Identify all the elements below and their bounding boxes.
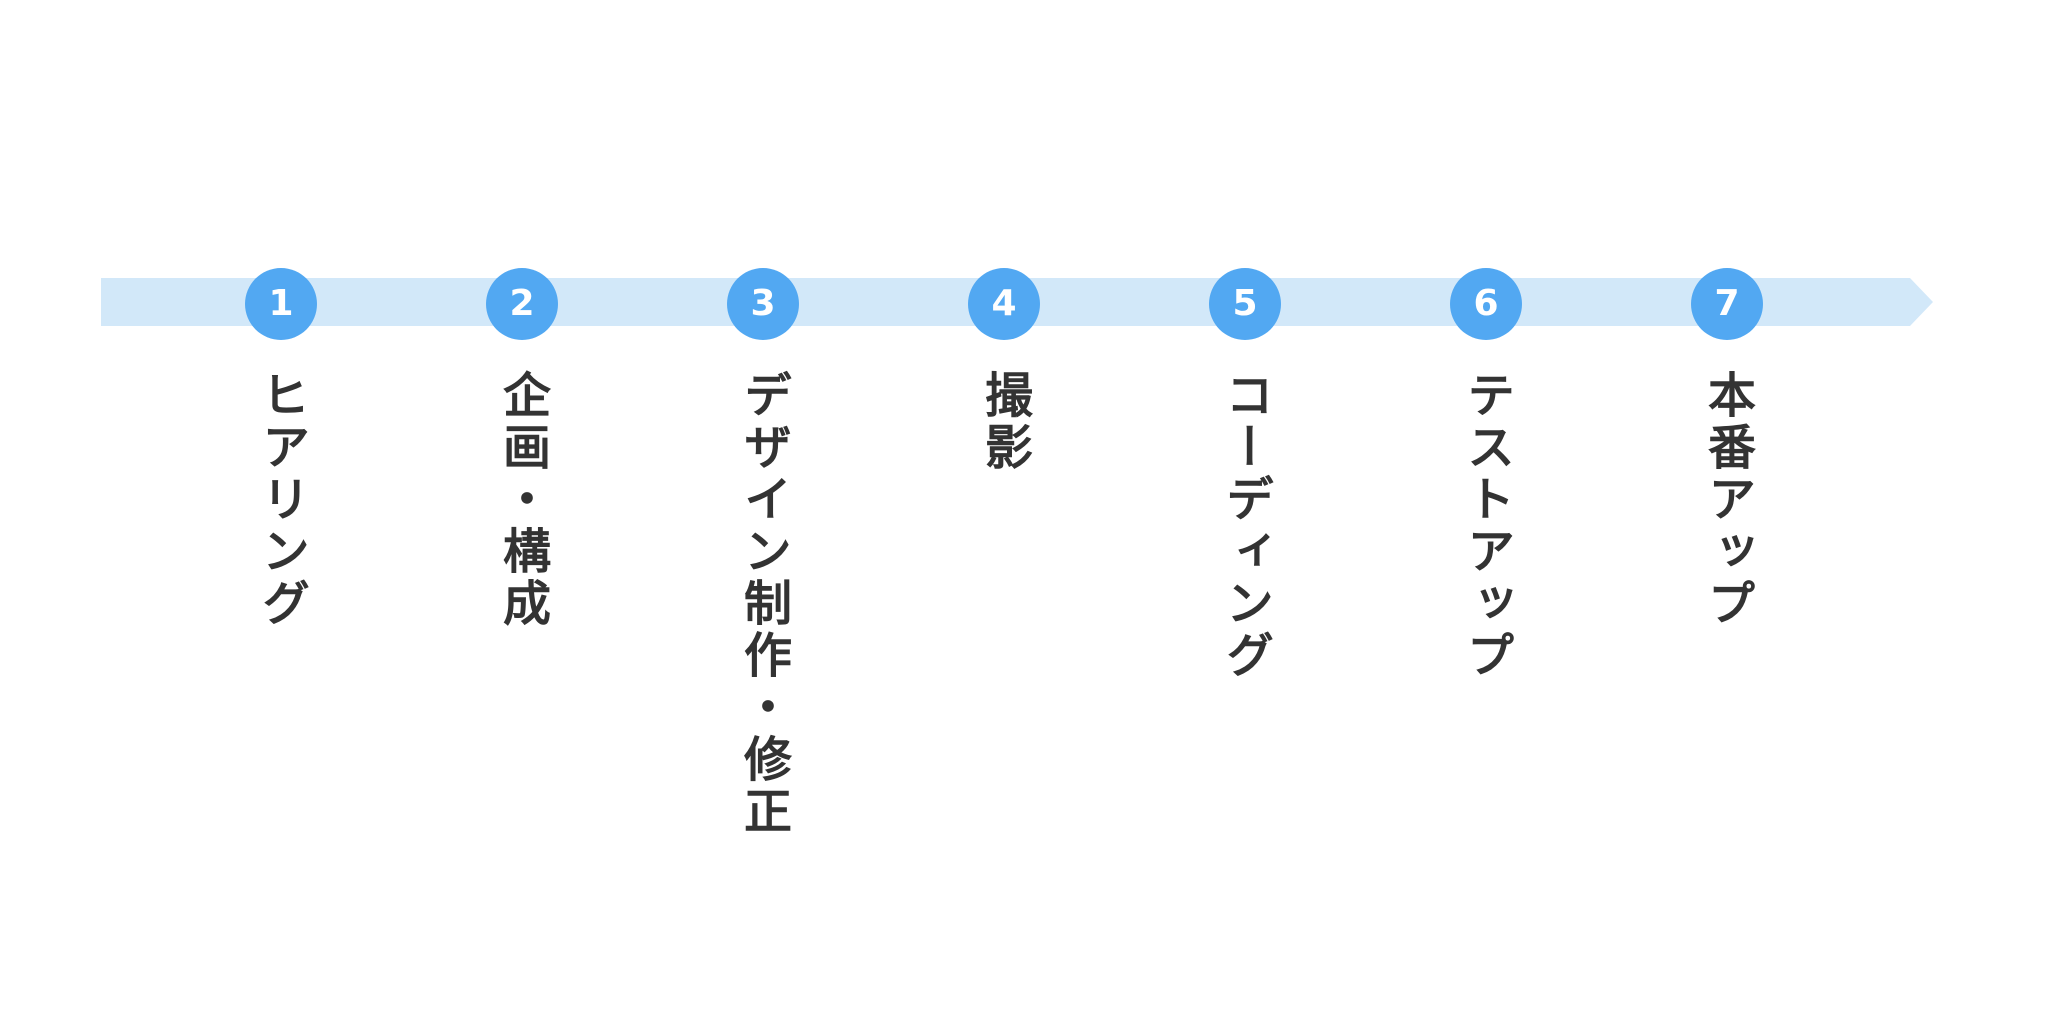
step-3-marker: 3 — [727, 268, 799, 340]
step-1-label: ヒアリング — [253, 370, 309, 630]
step-1-marker: 1 — [245, 268, 317, 340]
step-5-marker: 5 — [1209, 268, 1281, 340]
step-4-marker: 4 — [968, 268, 1040, 340]
step-1-number: 1 — [268, 283, 294, 324]
step-5-label: コーディング — [1217, 370, 1273, 682]
step-3-number: 3 — [750, 283, 776, 324]
step-4-number: 4 — [991, 283, 1017, 324]
step-7-number: 7 — [1714, 283, 1740, 324]
step-5-number: 5 — [1232, 283, 1258, 324]
step-2-marker: 2 — [486, 268, 558, 340]
step-7-label: 本番アップ — [1699, 370, 1755, 630]
step-6-marker: 6 — [1450, 268, 1522, 340]
step-6-number: 6 — [1473, 283, 1499, 324]
step-7-marker: 7 — [1691, 268, 1763, 340]
step-4-label: 撮影 — [976, 370, 1032, 474]
step-2-number: 2 — [509, 283, 535, 324]
step-3-label: デザイン制作・修正 — [735, 370, 791, 838]
step-6-label: テストアップ — [1458, 370, 1514, 682]
step-2-label: 企画・構成 — [494, 370, 550, 630]
